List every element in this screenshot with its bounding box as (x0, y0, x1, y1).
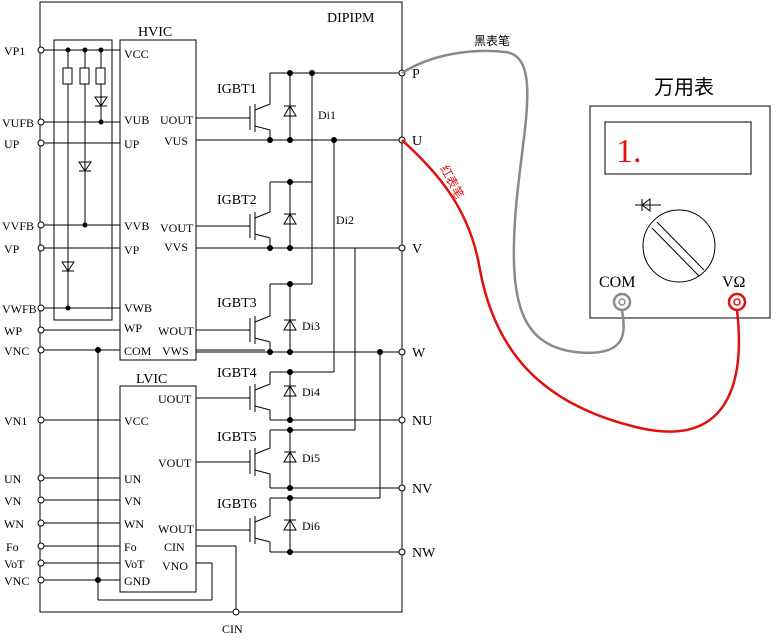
svg-text:VCC: VCC (124, 47, 149, 61)
svg-text:VWFB: VWFB (2, 302, 37, 316)
svg-text:Di3: Di3 (302, 319, 320, 333)
black-probe-label: 黑表笔 (474, 33, 510, 48)
multimeter-display (604, 121, 752, 175)
svg-text:VUFB: VUFB (2, 116, 34, 130)
bootstrap-circuit (53, 39, 113, 321)
svg-text:VWS: VWS (162, 344, 189, 358)
svg-text:V: V (412, 242, 422, 257)
svg-text:VWB: VWB (124, 301, 152, 315)
display-reading: 1. (616, 133, 642, 170)
lvic-title: LVIC (136, 372, 167, 387)
svg-text:Di2: Di2 (336, 213, 354, 227)
lvic-block (119, 385, 197, 593)
svg-text:Di1: Di1 (318, 108, 336, 122)
multimeter-title: 万用表 (654, 75, 714, 99)
svg-text:UP: UP (124, 137, 140, 151)
com-jack-label: COM (599, 274, 635, 291)
hvic-left-pins: VCC VUB UP VVB VP VWB WP COM (124, 47, 152, 358)
svg-text:VVFB: VVFB (2, 219, 34, 233)
svg-text:UN: UN (4, 472, 22, 486)
svg-text:NW: NW (412, 546, 436, 561)
svg-text:VN: VN (124, 494, 142, 508)
svg-text:VUB: VUB (124, 113, 149, 127)
lvic-left-pins: VCC UN VN WN Fo VoT GND (124, 414, 150, 588)
svg-text:VNC: VNC (4, 574, 29, 588)
svg-text:UOUT: UOUT (160, 113, 194, 127)
right-terminals: P U V W NU NV NW (398, 67, 436, 561)
left-wires (44, 49, 265, 601)
svg-text:P: P (412, 67, 420, 82)
svg-text:VUS: VUS (164, 134, 188, 148)
svg-text:VCC: VCC (124, 414, 149, 428)
cin-terminal-label: CIN (222, 622, 243, 636)
svg-text:VP1: VP1 (4, 44, 25, 58)
svg-text:UOUT: UOUT (158, 392, 192, 406)
svg-text:NU: NU (412, 414, 432, 429)
svg-text:VVS: VVS (164, 240, 188, 254)
svg-text:Di4: Di4 (302, 385, 320, 399)
left-terminals: VP1 VUFB UP VVFB VP VWFB WP VNC VN1 UN V… (2, 44, 45, 588)
svg-text:VP: VP (4, 242, 20, 256)
svg-text:W: W (412, 346, 426, 361)
svg-text:VNO: VNO (162, 559, 188, 573)
svg-text:VNC: VNC (4, 344, 29, 358)
svg-text:COM: COM (124, 344, 152, 358)
igbt-symbols (249, 103, 271, 544)
svg-text:IGBT1: IGBT1 (217, 82, 257, 97)
igbt-legs (269, 73, 380, 552)
hvic-right-pins: UOUT VUS VOUT VVS WOUT VWS (158, 113, 195, 358)
diode-symbols (283, 105, 297, 531)
svg-text:IGBT5: IGBT5 (217, 430, 257, 445)
svg-text:Di6: Di6 (302, 519, 320, 533)
svg-text:WP: WP (4, 324, 22, 338)
svg-text:WOUT: WOUT (158, 522, 195, 536)
rotary-dial (642, 209, 716, 283)
igbt-labels: IGBT1 IGBT2 IGBT3 IGBT4 IGBT5 IGBT6 (217, 82, 257, 512)
svg-text:Di5: Di5 (302, 451, 320, 465)
svg-text:VoT: VoT (4, 557, 25, 571)
hvic-block (119, 39, 197, 361)
svg-text:GND: GND (124, 574, 150, 588)
diode-mode-icon (635, 198, 661, 212)
svg-text:VOUT: VOUT (158, 456, 192, 470)
svg-text:VOUT: VOUT (160, 221, 194, 235)
svg-text:UN: UN (124, 472, 142, 486)
svg-text:CIN: CIN (164, 540, 185, 554)
svg-text:IGBT2: IGBT2 (217, 193, 257, 208)
svg-text:UP: UP (4, 137, 20, 151)
dipipm-title: DIPIPM (327, 11, 375, 26)
svg-text:VN1: VN1 (4, 414, 27, 428)
bootstrap-resistors (61, 47, 110, 311)
svg-text:NV: NV (412, 482, 432, 497)
svg-text:VP: VP (124, 243, 140, 257)
svg-text:U: U (412, 134, 422, 149)
svg-text:WN: WN (4, 517, 24, 531)
v-jack-label: VΩ (722, 274, 746, 291)
svg-text:WP: WP (124, 321, 142, 335)
svg-text:Fo: Fo (124, 540, 137, 554)
svg-text:IGBT6: IGBT6 (217, 497, 257, 512)
diode-labels: Di1 Di2 Di3 Di4 Di5 Di6 (302, 108, 354, 533)
svg-text:IGBT3: IGBT3 (217, 296, 257, 311)
svg-text:IGBT4: IGBT4 (217, 366, 257, 381)
svg-text:WN: WN (124, 517, 144, 531)
red-probe-lead (401, 139, 741, 433)
multimeter: 万用表 1. COM VΩ (589, 75, 771, 319)
black-probe-lead (401, 49, 625, 355)
svg-text:VN: VN (4, 494, 22, 508)
power-stage (196, 70, 400, 555)
lvic-right-pins: UOUT VOUT WOUT CIN VNO (158, 392, 195, 573)
svg-text:Fo: Fo (6, 540, 19, 554)
hvic-title: HVIC (138, 25, 172, 40)
svg-text:VoT: VoT (124, 557, 145, 571)
svg-text:VVB: VVB (124, 219, 149, 233)
svg-text:WOUT: WOUT (158, 324, 195, 338)
